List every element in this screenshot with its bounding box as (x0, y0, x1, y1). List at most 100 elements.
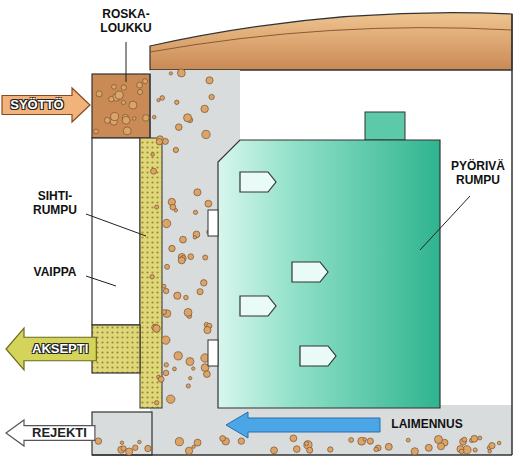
flow-arrow: AKSEPTI (6, 328, 96, 370)
fibre-particle (206, 77, 213, 84)
fibre-particle (363, 438, 366, 441)
fibre-particle (121, 85, 126, 90)
fibre-particle (123, 127, 131, 135)
fibre-particle (290, 435, 297, 442)
illustration-part (150, 28, 512, 52)
fibre-particle (489, 443, 495, 449)
illustration-part (140, 138, 162, 408)
fibre-particle (220, 436, 226, 442)
fibre-particle (138, 440, 142, 444)
fibre-particle (177, 69, 185, 77)
fibre-particle (193, 210, 197, 214)
fibre-particle (425, 444, 432, 451)
callout-label: PYÖRIVÄ RUMPU (442, 160, 514, 188)
fibre-particle (205, 200, 212, 207)
fibre-particle (173, 367, 177, 371)
fibre-particle (203, 255, 208, 260)
fibre-particle (385, 443, 392, 450)
fibre-particle (96, 91, 102, 97)
fibre-particle (184, 308, 192, 316)
illustration-part (126, 42, 127, 82)
fibre-particle (164, 363, 168, 367)
arrow-outline (6, 420, 95, 446)
illustration-part (208, 210, 218, 236)
fibre-particle (173, 147, 178, 152)
flow-label: REJEKTI (32, 426, 87, 440)
fibre-particle (459, 449, 464, 454)
fibre-particle (174, 292, 181, 299)
fibre-particle (194, 439, 201, 446)
fibre-particle (358, 437, 366, 445)
fibre-particle (271, 447, 278, 454)
fibre-particle (153, 325, 160, 332)
fibre-particle (162, 219, 170, 227)
fibre-particle (193, 236, 196, 239)
fibre-particle (163, 288, 168, 293)
fibre-particle (133, 445, 138, 450)
fibre-particle (162, 336, 170, 344)
illustration-part (92, 454, 512, 456)
arrow-outline (2, 88, 90, 122)
fibre-particle (169, 245, 175, 251)
illustration-part (86, 42, 470, 286)
fibre-particle (111, 113, 119, 121)
fibre-particle (488, 450, 491, 453)
fibre-particle (307, 447, 313, 453)
fibre-particle (158, 376, 164, 382)
fibre-particle (478, 436, 482, 440)
flow-arrow: REJEKTI (6, 420, 95, 446)
fibre-particle (160, 96, 165, 101)
fibre-particle (180, 236, 187, 243)
illustration-part (150, 74, 151, 138)
fibre-particle (184, 295, 189, 300)
fibre-particle (186, 358, 194, 366)
arrow-outline (6, 328, 96, 370)
illustration-part (292, 262, 328, 282)
fibre-particle (143, 79, 148, 84)
illustration-part (92, 412, 152, 455)
fibre-particle (184, 114, 192, 122)
fibre-particle (189, 376, 192, 379)
fibre-particle (185, 447, 192, 454)
illustration-part (208, 340, 218, 366)
fibre-particle (201, 280, 207, 286)
fibre-particle (126, 448, 133, 455)
fibre-particle (204, 327, 211, 334)
fibre-particle (167, 395, 175, 403)
callout-label: SIHTI- RUMPU (24, 190, 86, 218)
fibre-particle (129, 101, 137, 109)
fibre-particle (137, 82, 143, 88)
fibre-particle (104, 117, 110, 123)
fibre-particle (151, 153, 155, 157)
flow-label: LAIMENNUS (384, 418, 470, 432)
fibre-particle (406, 438, 410, 442)
illustration-part (226, 412, 380, 438)
fibre-particle (204, 371, 211, 378)
illustration-part (150, 13, 512, 70)
fibre-particle (165, 264, 170, 269)
fibre-particle (151, 168, 157, 174)
fibre-particle (192, 445, 195, 448)
fibre-particle (209, 94, 214, 99)
fibre-particle (162, 284, 166, 288)
fibre-particle (178, 257, 185, 264)
fibre-particle (462, 437, 467, 442)
fibre-particle (367, 438, 373, 444)
illustration-part (240, 296, 276, 316)
callout-label: VAIPPA (24, 266, 86, 280)
fibre-particle (152, 115, 156, 119)
flow-label: SYÖTTÖ (10, 98, 63, 112)
fibre-particle (473, 448, 477, 452)
illustration-part (240, 172, 336, 366)
fibre-particle (138, 89, 143, 94)
illustration-part (92, 325, 140, 373)
fibre-particle (411, 448, 418, 455)
fibre-particle (175, 124, 182, 131)
fibre-particle (132, 117, 135, 120)
illustration-part (86, 214, 146, 236)
fibre-particle (94, 129, 99, 134)
fibre-particle (150, 275, 154, 279)
fibre-particle (155, 401, 159, 405)
